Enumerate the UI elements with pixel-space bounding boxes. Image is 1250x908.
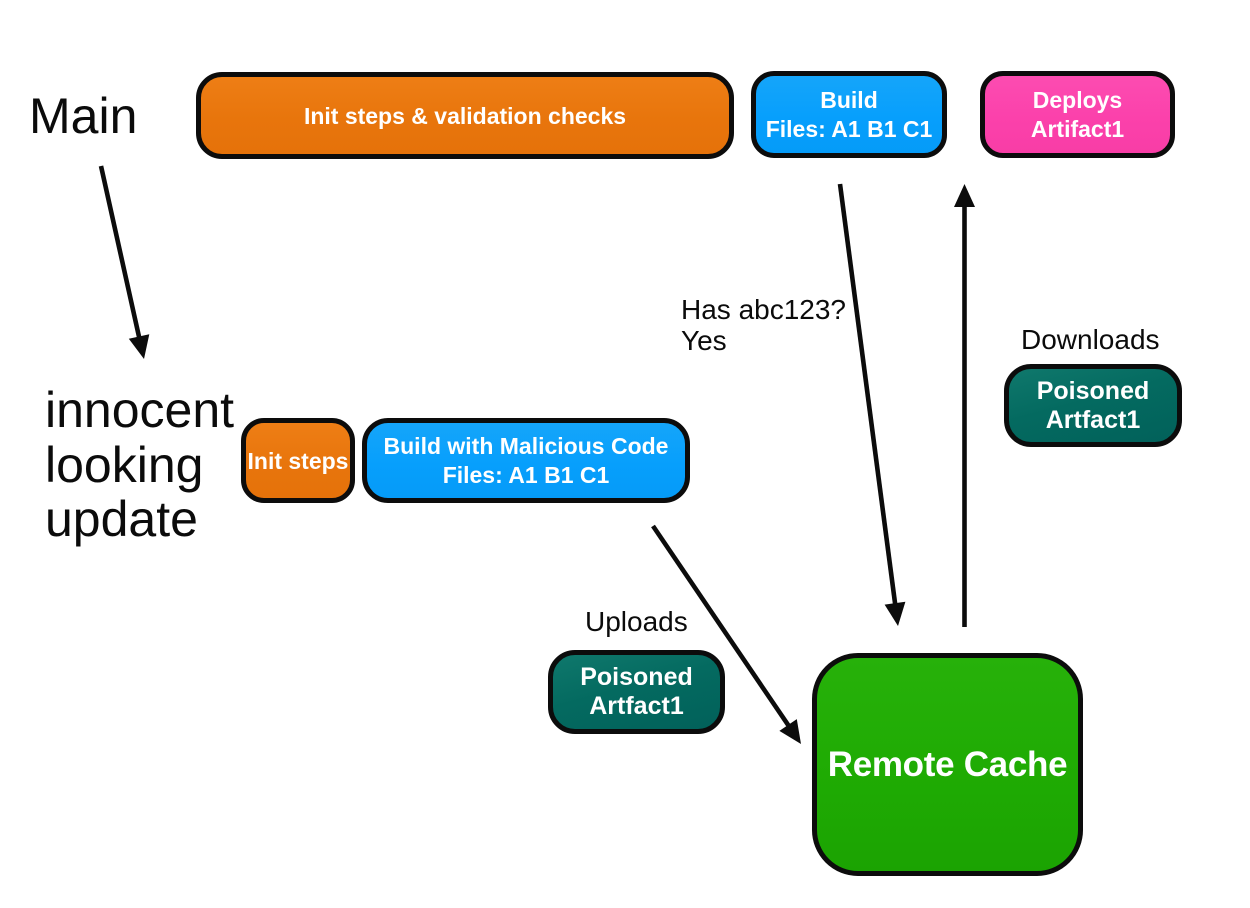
build-main-node: Build Files: A1 B1 C1 [751, 71, 947, 158]
poisoned-artifact-upload-node: Poisoned Artfact1 [548, 650, 725, 734]
remote-cache-node: Remote Cache [812, 653, 1083, 876]
uploads-label: Uploads [585, 606, 688, 637]
arrow-build-main-to-remote-cache [837, 183, 906, 626]
has-abc123-label: Has abc123? Yes [681, 294, 847, 356]
arrow-remote-cache-to-deploys [954, 184, 975, 627]
build-malicious-node: Build with Malicious Code Files: A1 B1 C… [362, 418, 690, 503]
init-validation-node: Init steps & validation checks [196, 72, 734, 159]
innocent-update-label: innocent looking update [45, 382, 235, 547]
main-branch-label: Main [29, 88, 138, 144]
deploys-artifact-node: Deploys Artifact1 [980, 71, 1175, 158]
init-steps-node: Init steps [241, 418, 355, 503]
arrow-main-to-innocent-update [98, 165, 150, 359]
poisoned-artifact-download-node: Poisoned Artfact1 [1004, 364, 1182, 447]
downloads-label: Downloads [1021, 324, 1160, 355]
